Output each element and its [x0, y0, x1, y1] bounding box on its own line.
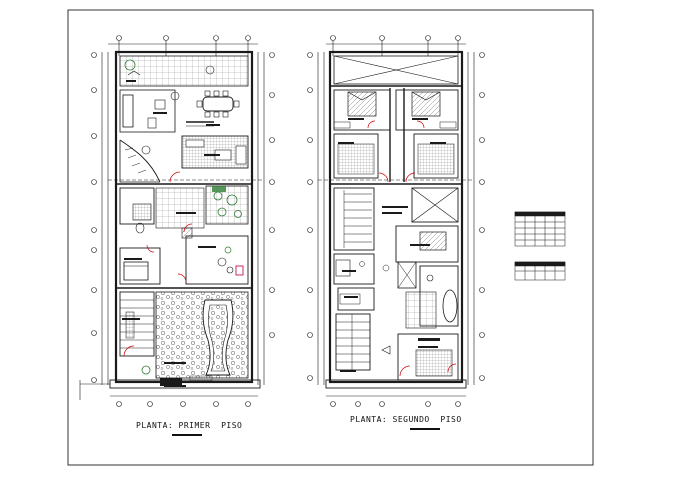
first-floor-plan: [79, 35, 275, 407]
first-floor-title: PLANTA: PRIMER PISO: [136, 421, 243, 430]
bed-right: [411, 91, 441, 117]
second-floor-right-axis-markers: [479, 52, 485, 381]
first-floor-room-label-bars: [122, 80, 220, 387]
first-floor-door-swings: [123, 171, 193, 357]
sheet-border: [67, 9, 594, 466]
second-floor-top-axis-markers: [330, 35, 461, 56]
second-floor-left-axis-markers: [307, 52, 313, 381]
second-floor-title: PLANTA: SEGUNDO PISO: [350, 415, 462, 424]
second-floor-plan: [307, 35, 485, 407]
first-floor-title-underline: [172, 434, 202, 436]
first-floor-bottom-axis-markers: [116, 401, 251, 407]
second-floor-door-swings: [367, 120, 457, 377]
first-floor-left-axis-markers: [91, 52, 97, 383]
schedule-table-2: [514, 261, 566, 281]
second-floor-bottom-axis-markers: [330, 401, 461, 407]
bed-left: [347, 91, 377, 117]
second-floor-room-label-bars: [338, 118, 446, 372]
first-floor-right-axis-markers: [269, 52, 275, 338]
first-floor-top-axis-markers: [116, 35, 251, 56]
schedule-table-1: [514, 211, 566, 247]
second-floor-title-underline: [410, 428, 440, 430]
